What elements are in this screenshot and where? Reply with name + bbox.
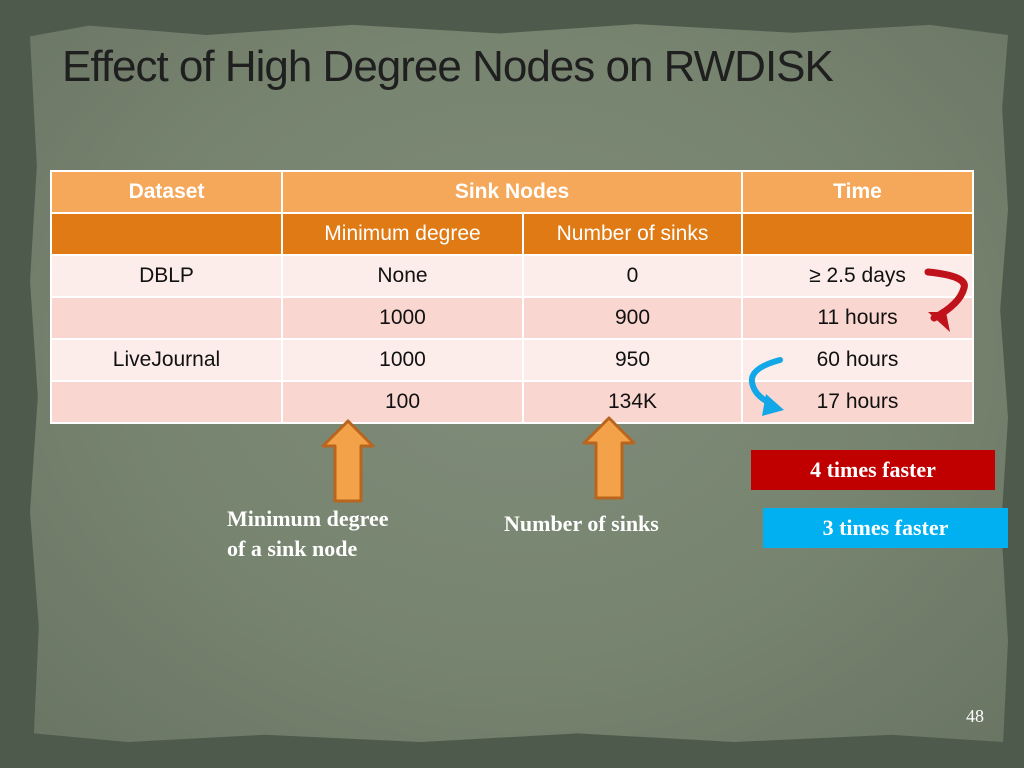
cell-min-degree: 1000: [281, 296, 524, 340]
cell-time: 17 hours: [741, 380, 974, 424]
up-arrow-icon: [582, 416, 636, 500]
subheader-cell: [50, 212, 283, 256]
cell-num-sinks: 0: [522, 254, 743, 298]
up-arrow-icon: [321, 419, 375, 503]
red-curved-arrow-icon: [924, 268, 968, 332]
cell-dataset: LiveJournal: [50, 338, 283, 382]
subheader-cell: [741, 212, 974, 256]
cell-min-degree: 1000: [281, 338, 524, 382]
subheader-number-of-sinks: Number of sinks: [522, 212, 743, 256]
badge-3-times-faster: 3 times faster: [763, 508, 1008, 548]
subheader-minimum-degree: Minimum degree: [281, 212, 524, 256]
header-sink-nodes: Sink Nodes: [281, 170, 743, 214]
caption-line: Minimum degree: [227, 506, 389, 531]
cell-num-sinks: 900: [522, 296, 743, 340]
page-number: 48: [966, 706, 984, 726]
table-row: 100 134K 17 hours: [50, 380, 974, 424]
cell-num-sinks: 950: [522, 338, 743, 382]
header-time: Time: [741, 170, 974, 214]
cell-num-sinks: 134K: [522, 380, 743, 424]
caption-line: of a sink node: [227, 536, 358, 561]
results-table: Dataset Sink Nodes Time Minimum degree N…: [50, 170, 974, 424]
cell-dataset: DBLP: [50, 254, 283, 298]
blue-curved-arrow-icon: [748, 357, 784, 416]
cell-time: 11 hours: [741, 296, 974, 340]
cell-min-degree: None: [281, 254, 524, 298]
table-header-row: Dataset Sink Nodes Time: [50, 170, 974, 214]
slide-title: Effect of High Degree Nodes on RWDISK: [62, 42, 834, 91]
badge-4-times-faster: 4 times faster: [751, 450, 995, 490]
table-subheader-row: Minimum degree Number of sinks: [50, 212, 974, 256]
table-row: 1000 900 11 hours: [50, 296, 974, 340]
cell-dataset: [50, 296, 283, 340]
cell-dataset: [50, 380, 283, 424]
header-dataset: Dataset: [50, 170, 283, 214]
table-row: LiveJournal 1000 950 60 hours: [50, 338, 974, 382]
table-row: DBLP None 0 ≥ 2.5 days: [50, 254, 974, 298]
caption-number-of-sinks: Number of sinks: [504, 511, 659, 536]
caption-minimum-degree: Minimum degree of a sink node: [227, 504, 389, 564]
cell-min-degree: 100: [281, 380, 524, 424]
